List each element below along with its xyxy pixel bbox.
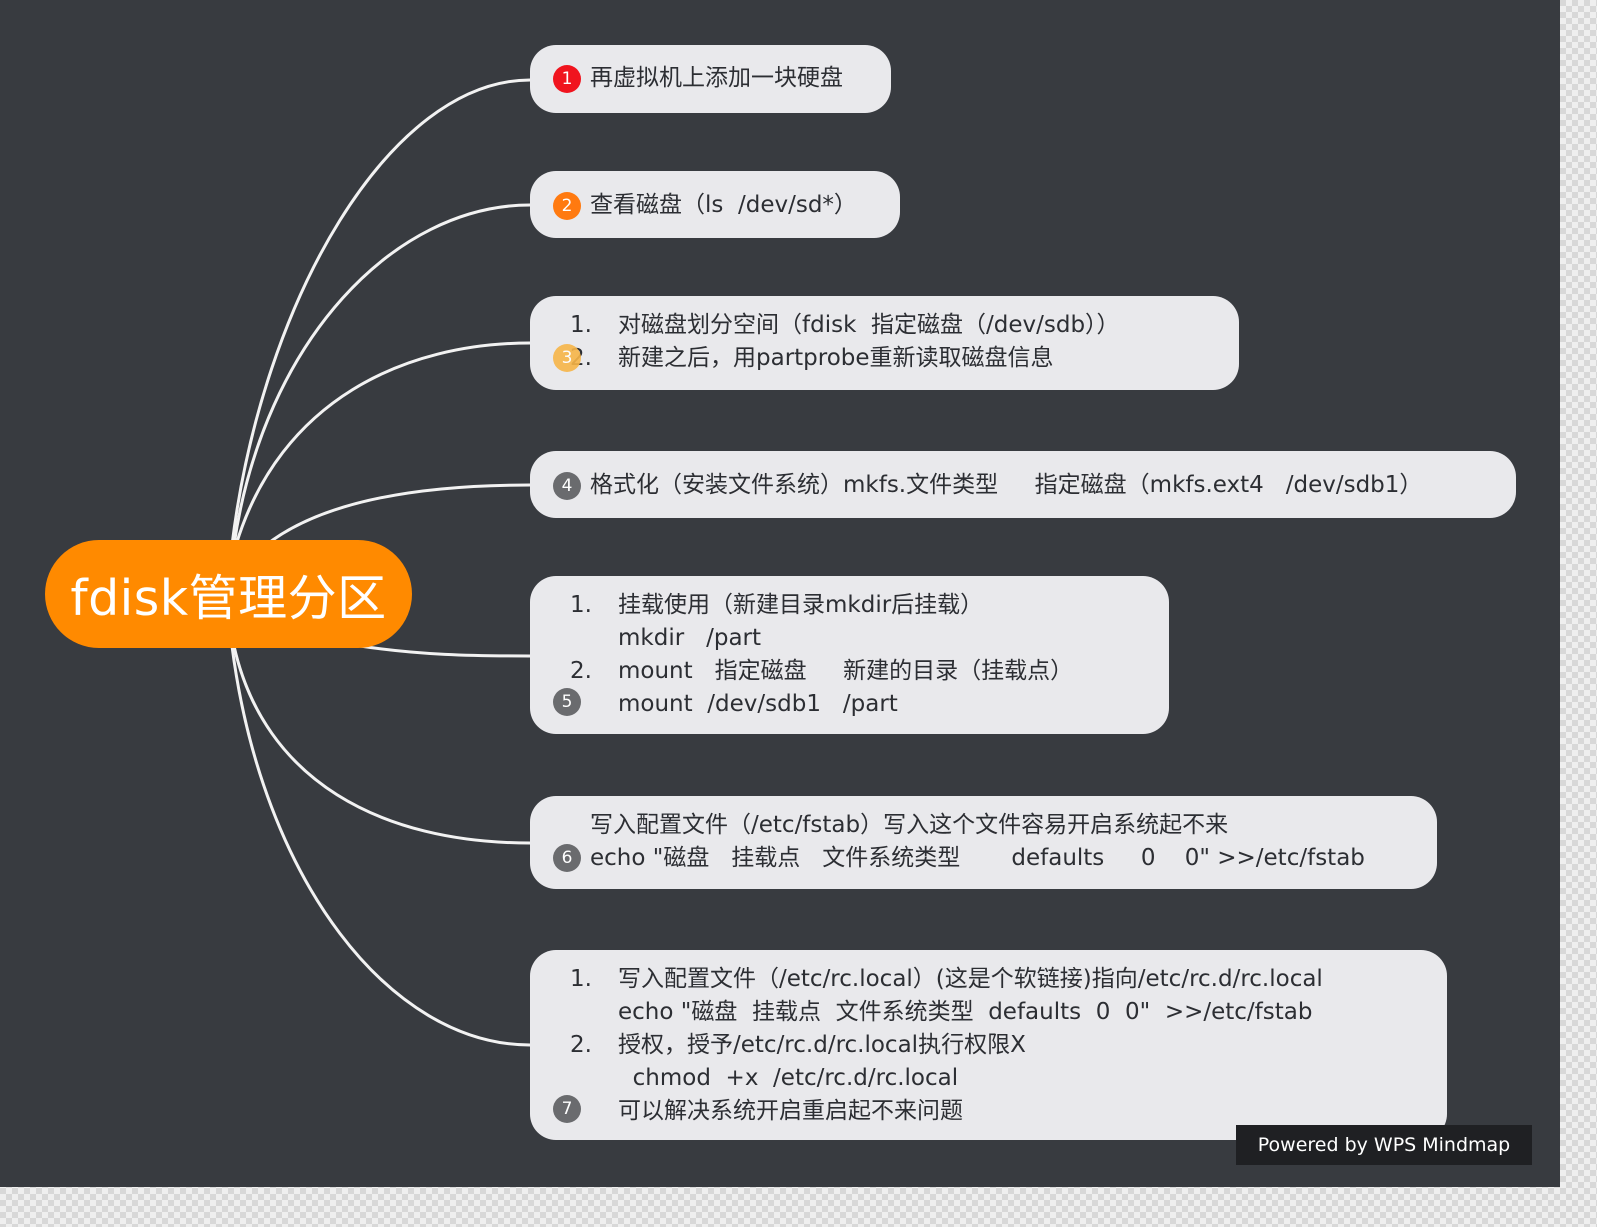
- connector-3: [234, 341, 531, 546]
- list-item: mount /dev/sdb1 /part: [618, 691, 898, 717]
- priority-3-badge-icon: 3: [553, 344, 581, 372]
- connector-2: [232, 203, 531, 546]
- topic-1[interactable]: 1 再虚拟机上添加一块硬盘: [530, 45, 891, 113]
- connector-4: [265, 483, 531, 547]
- connector-6: [232, 645, 531, 845]
- list-item: 2. 授权，授予/etc/rc.d/rc.local执行权限X: [570, 1032, 1026, 1058]
- watermark-label: Powered by WPS Mindmap: [1257, 1134, 1511, 1156]
- text-line: echo "磁盘 挂载点 文件系统类型 defaults 0 0" >>/etc…: [590, 845, 1365, 871]
- topic-5[interactable]: 1. 挂载使用（新建目录mkdir后挂载） mkdir /part 2. mou…: [530, 576, 1169, 734]
- topic-3-list: 1. 对磁盘划分空间（fdisk 指定磁盘（/dev/sdb）） 2. 新建之后…: [530, 309, 1239, 375]
- connector-lines: [230, 78, 531, 1047]
- list-item: echo "磁盘 挂载点 文件系统类型 defaults 0 0" >>/etc…: [618, 999, 1313, 1025]
- wps-watermark: Powered by WPS Mindmap: [1236, 1125, 1532, 1165]
- topic-5-list: 1. 挂载使用（新建目录mkdir后挂载） mkdir /part 2. mou…: [530, 589, 1169, 721]
- mindmap-canvas: fdisk管理分区 1 再虚拟机上添加一块硬盘 2 查看磁盘（ls /dev/s…: [0, 0, 1560, 1187]
- text-line: 写入配置文件（/etc/fstab）写入这个文件容易开启系统起不来: [590, 812, 1229, 838]
- list-item: 1. 写入配置文件（/etc/rc.local）(这是个软链接)指向/etc/r…: [570, 966, 1323, 992]
- connector-7: [230, 645, 531, 1047]
- topic-1-label: 再虚拟机上添加一块硬盘: [590, 65, 843, 91]
- list-item: mkdir /part: [618, 625, 762, 651]
- list-item: 1. 对磁盘划分空间（fdisk 指定磁盘（/dev/sdb））: [570, 312, 1120, 338]
- topic-7[interactable]: 1. 写入配置文件（/etc/rc.local）(这是个软链接)指向/etc/r…: [530, 950, 1447, 1140]
- priority-2-badge-icon: 2: [553, 192, 581, 220]
- list-item: 1. 挂载使用（新建目录mkdir后挂载）: [570, 592, 984, 618]
- topic-6[interactable]: 写入配置文件（/etc/fstab）写入这个文件容易开启系统起不来 echo "…: [530, 796, 1437, 889]
- topic-7-list: 1. 写入配置文件（/etc/rc.local）(这是个软链接)指向/etc/r…: [530, 963, 1447, 1128]
- topic-4[interactable]: 4 格式化（安装文件系统）mkfs.文件类型 指定磁盘（mkfs.ext4 /d…: [530, 451, 1516, 518]
- connector-5: [359, 644, 531, 658]
- list-item: 2. mount 指定磁盘 新建的目录（挂载点）: [570, 658, 1074, 684]
- root-topic[interactable]: fdisk管理分区: [45, 540, 412, 648]
- list-item: 可以解决系统开启重启起不来问题: [618, 1098, 963, 1124]
- priority-4-badge-icon: 4: [553, 472, 581, 500]
- root-topic-label: fdisk管理分区: [70, 569, 387, 627]
- topic-3[interactable]: 1. 对磁盘划分空间（fdisk 指定磁盘（/dev/sdb）） 2. 新建之后…: [530, 296, 1239, 390]
- list-item: chmod +x /etc/rc.d/rc.local: [618, 1065, 959, 1091]
- topic-2-label: 查看磁盘（ls /dev/sd*）: [590, 192, 857, 218]
- priority-1-badge-icon: 1: [553, 65, 581, 93]
- list-item: 2. 新建之后，用partprobe重新读取磁盘信息: [570, 345, 1054, 371]
- priority-6-badge-icon: 6: [553, 844, 581, 872]
- topic-2[interactable]: 2 查看磁盘（ls /dev/sd*）: [530, 171, 900, 238]
- priority-5-badge-icon: 5: [553, 688, 581, 716]
- priority-7-badge-icon: 7: [553, 1095, 581, 1123]
- topic-6-lines: 写入配置文件（/etc/fstab）写入这个文件容易开启系统起不来 echo "…: [590, 809, 1365, 875]
- connector-1: [230, 78, 531, 546]
- topic-4-label: 格式化（安装文件系统）mkfs.文件类型 指定磁盘（mkfs.ext4 /dev…: [590, 472, 1423, 498]
